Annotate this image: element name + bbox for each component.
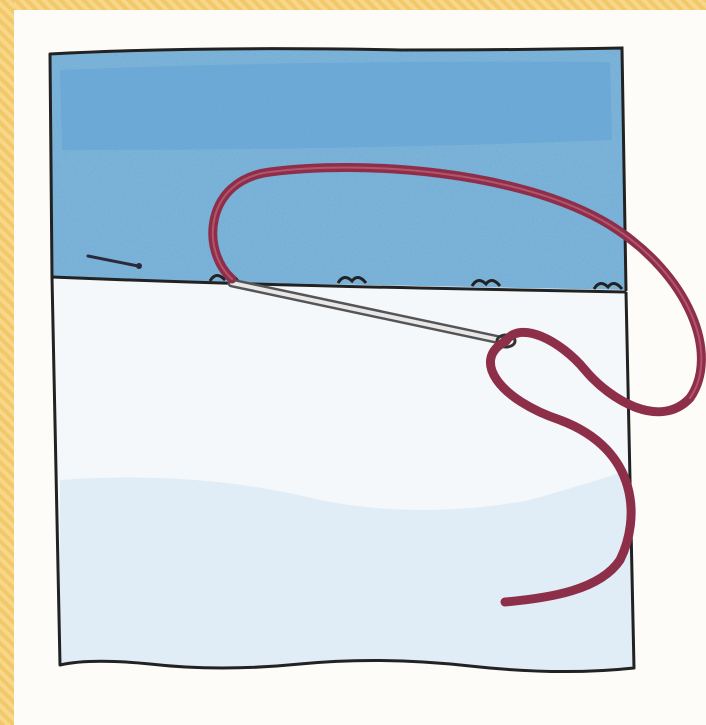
upper-fabric-shading xyxy=(60,62,612,150)
pin-head xyxy=(136,263,142,269)
